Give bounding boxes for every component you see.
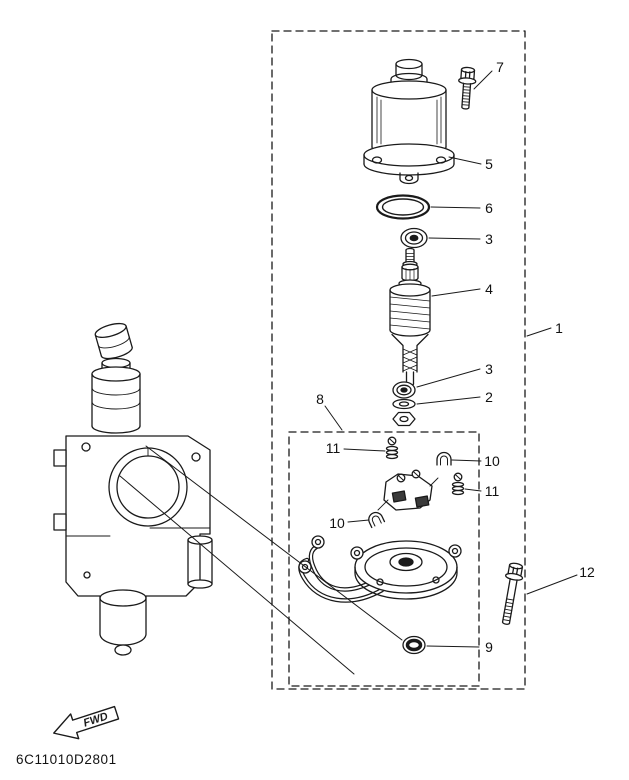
callout-11-left: 11 (325, 440, 341, 456)
callout-1: 1 (555, 320, 563, 336)
callout-6: 6 (485, 200, 493, 216)
base-mount-bolt (501, 562, 524, 625)
callout-2: 2 (485, 389, 493, 405)
end-frame-with-leads (298, 535, 462, 603)
callout-12: 12 (579, 564, 595, 580)
callout-10-right: 10 (484, 453, 500, 469)
motor-assembly (363, 58, 455, 185)
leader-lines (324, 70, 578, 648)
fwd-arrow-icon: FWD (53, 705, 120, 740)
callout-10-left: 10 (329, 515, 345, 531)
trim-tilt-unit (53, 322, 213, 656)
brush-spring-right (451, 472, 465, 496)
bearing-upper (400, 227, 428, 249)
grommet (402, 635, 426, 655)
main-assembly-box (271, 30, 526, 690)
callout-3-lower: 3 (485, 361, 493, 377)
armature (389, 247, 431, 387)
brush-holder (377, 469, 439, 511)
brush-spring-left (385, 436, 399, 460)
motor-mount-bolt (458, 66, 477, 110)
bearing-lower (392, 381, 416, 399)
alignment-lines (119, 445, 403, 675)
nut (392, 411, 416, 427)
callout-3-upper: 3 (485, 231, 493, 247)
callout-9: 9 (485, 639, 493, 655)
brush-clip-left (368, 511, 386, 529)
sub-assembly-box (288, 431, 480, 687)
washer (392, 398, 416, 410)
callout-4: 4 (485, 281, 493, 297)
callout-11-right: 11 (484, 483, 500, 499)
callout-7: 7 (496, 59, 504, 75)
callout-8: 8 (316, 391, 324, 407)
brush-clip-right (436, 451, 452, 466)
brush-plate-assembly (298, 436, 465, 655)
callout-5: 5 (485, 156, 493, 172)
part-code: 6C11010D2801 (16, 752, 117, 767)
o-ring (375, 194, 431, 220)
